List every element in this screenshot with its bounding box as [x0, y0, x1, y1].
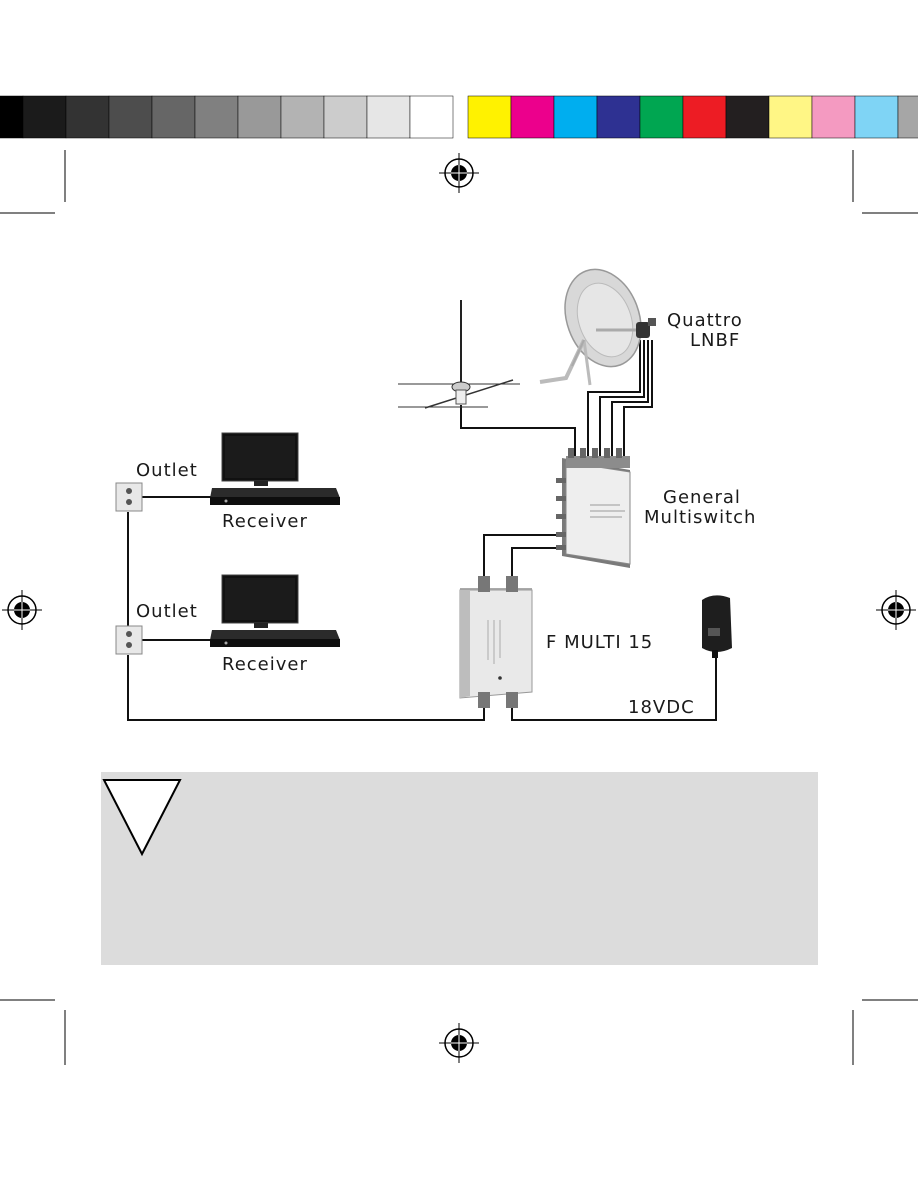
- gray-swatch: [108, 95, 153, 139]
- color-swatch-bar: [467, 95, 918, 139]
- warning-triangle-icon: [102, 779, 182, 857]
- gray-swatch: [366, 95, 411, 139]
- color-swatch: [768, 95, 813, 139]
- crosshair-registration-icon: [439, 1023, 479, 1063]
- warning-box: [101, 772, 818, 965]
- satellite-dish-icon: [539, 268, 656, 386]
- color-swatch: [639, 95, 684, 139]
- color-swatch: [854, 95, 899, 139]
- color-swatch: [811, 95, 856, 139]
- crosshair-registration-icon: [876, 590, 916, 630]
- crop-marks: [0, 150, 918, 1065]
- receiver-icon: [210, 630, 340, 647]
- power-adapter-icon: [702, 595, 732, 658]
- gray-swatch: [237, 95, 282, 139]
- wall-outlet-icon: [115, 482, 143, 512]
- grayscale-color-bar: [0, 95, 454, 139]
- outlet-label-bottom: Outlet: [136, 601, 198, 622]
- wall-outlet-icon: [115, 625, 143, 655]
- terrestrial-antenna: [398, 300, 520, 409]
- crosshair-registration-icon: [439, 153, 479, 193]
- gray-swatch: [194, 95, 239, 139]
- tv-icon: [221, 574, 299, 628]
- gray-swatch: [409, 95, 454, 139]
- color-swatch: [897, 95, 918, 139]
- tv-icon: [221, 432, 299, 486]
- coax-cables: [127, 340, 717, 721]
- gray-swatch: [22, 95, 67, 139]
- receiver-label-bottom: Receiver: [222, 654, 308, 675]
- color-swatch: [553, 95, 598, 139]
- multiswitch-device: [556, 448, 631, 568]
- lnbf-label-line2: LNBF: [690, 330, 740, 351]
- receiver-icon: [210, 488, 340, 505]
- multiswitch-label-line2: Multiswitch: [644, 507, 756, 528]
- outlet-label-top: Outlet: [136, 460, 198, 481]
- lnbf-label-line1: Quattro: [667, 310, 743, 331]
- power-label: 18VDC: [628, 697, 695, 718]
- color-swatch: [725, 95, 770, 139]
- gray-swatch: [151, 95, 196, 139]
- color-swatch: [467, 95, 512, 139]
- amplifier-label: F MULTI 15: [546, 632, 653, 653]
- color-swatch: [510, 95, 555, 139]
- gray-swatch: [323, 95, 368, 139]
- gray-swatch: [65, 95, 110, 139]
- color-swatch: [596, 95, 641, 139]
- amplifier-device: [459, 576, 533, 708]
- gray-swatch: [280, 95, 325, 139]
- receiver-label-top: Receiver: [222, 511, 308, 532]
- crosshair-registration-icon: [2, 590, 42, 630]
- gray-swatch: [0, 95, 24, 139]
- multiswitch-label-line1: General: [663, 487, 741, 508]
- color-swatch: [682, 95, 727, 139]
